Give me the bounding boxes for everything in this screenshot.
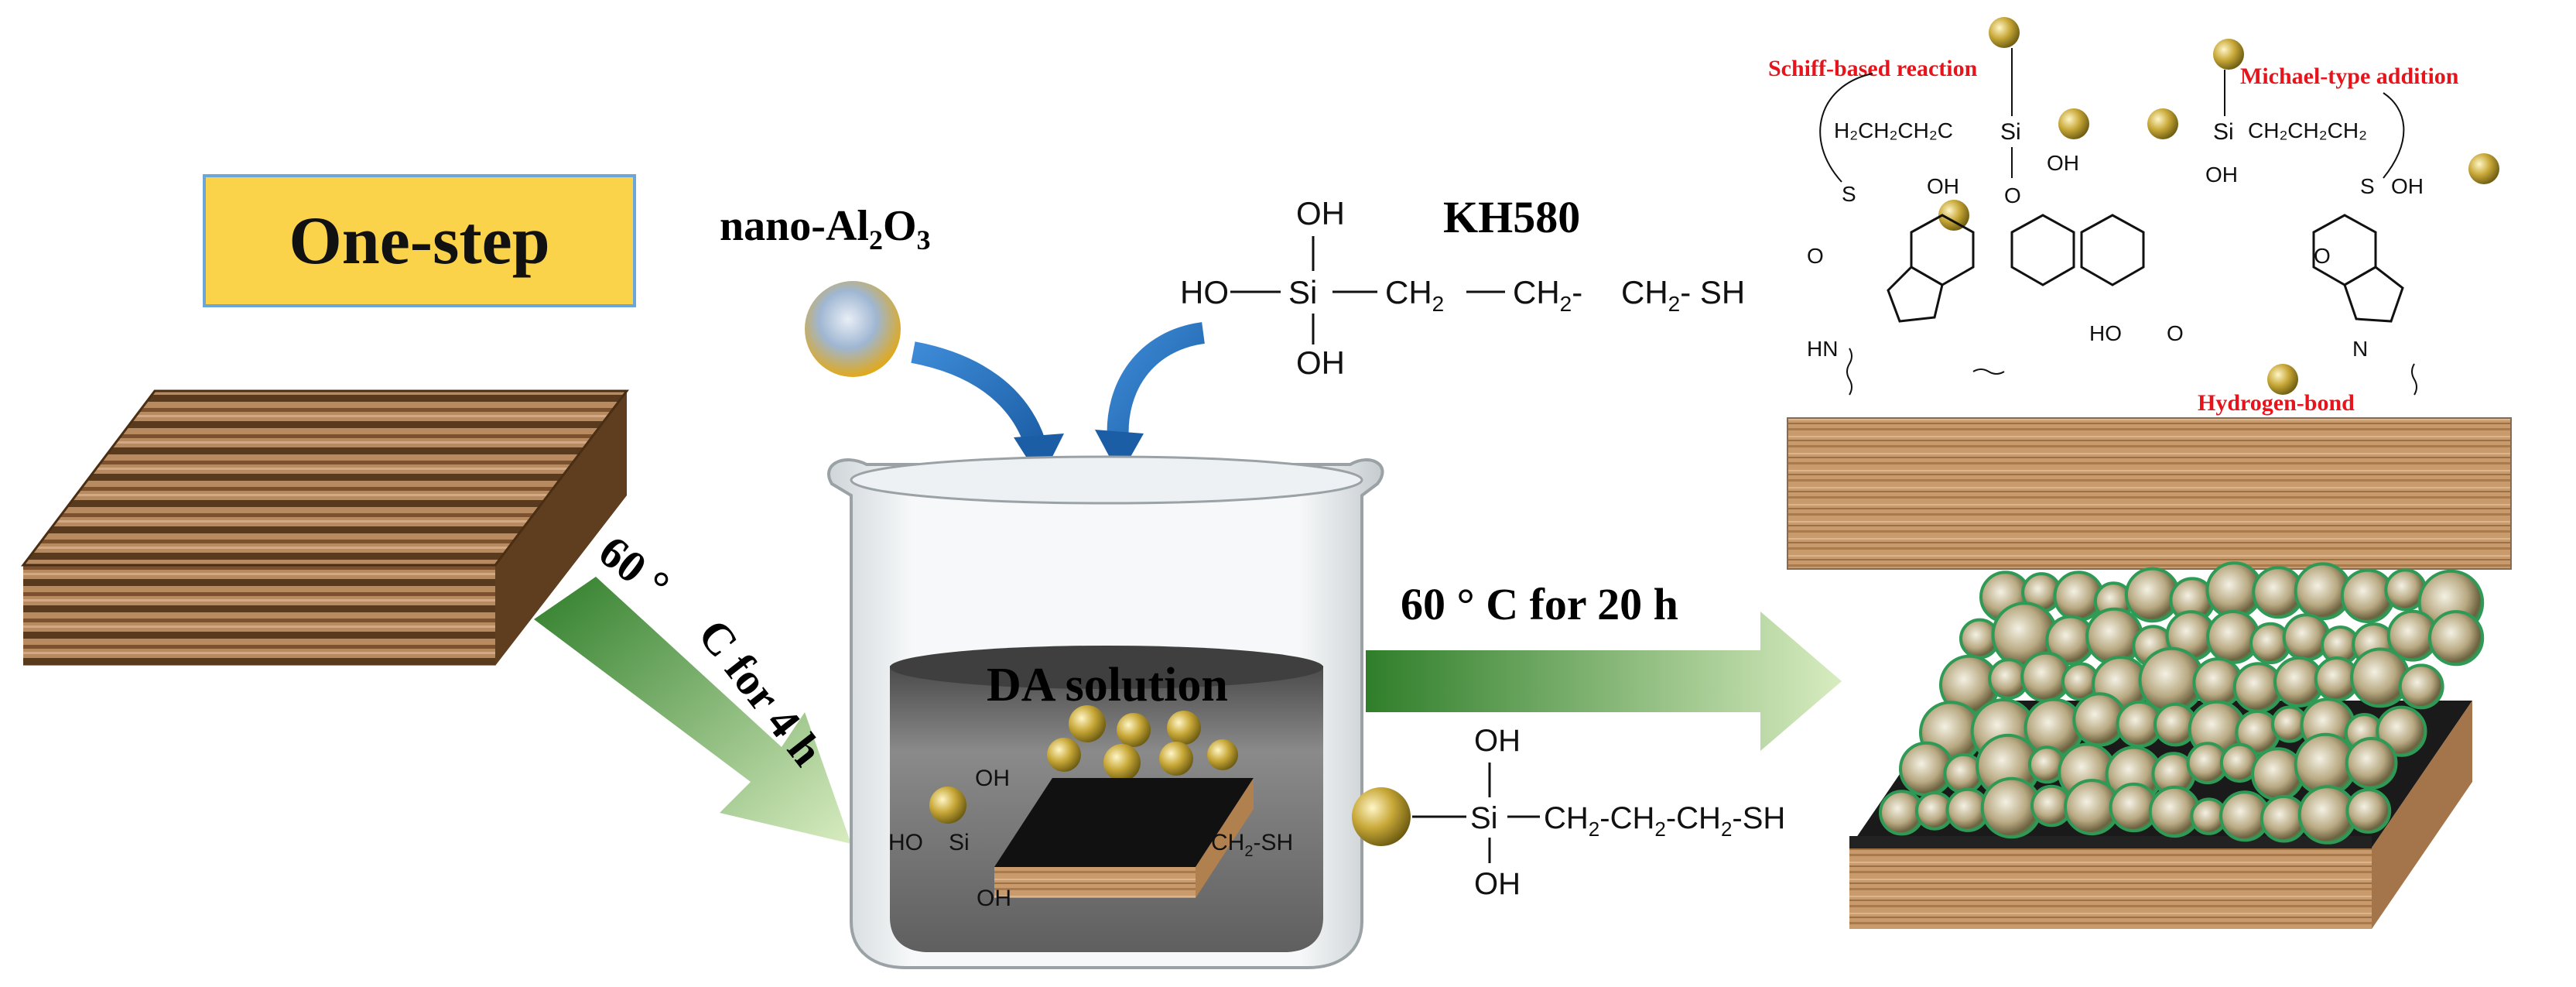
beaker: DA solution OH HO Si OH CH2-SH: [827, 455, 1384, 969]
svg-text:HN: HN: [1807, 337, 1838, 361]
raw-wood-block: [20, 389, 630, 666]
svg-text:O: O: [2004, 183, 2021, 207]
kh580-label: KH580: [1443, 192, 1580, 242]
svg-text:OH: OH: [1296, 344, 1345, 381]
coated-particle: [2376, 705, 2427, 757]
arrow-4h: [534, 577, 851, 844]
svg-text:CH2- SH: CH2- SH: [1621, 274, 1745, 316]
svg-text:OH: OH: [1474, 867, 1521, 901]
coated-particle: [2350, 647, 2410, 708]
kh580-structure: OH HO Si OH CH2 CH2- CH2- SH: [1180, 195, 1745, 381]
blue-arrow-right: [1107, 322, 1206, 442]
schiff-label: Schiff-based reaction: [1768, 56, 1978, 81]
svg-text:N: N: [2352, 337, 2368, 361]
svg-text:Si: Si: [2213, 119, 2234, 145]
blue-arrow-left: [911, 341, 1048, 453]
svg-text:HO: HO: [2089, 321, 2122, 345]
svg-text:OH: OH: [2205, 163, 2238, 187]
svg-text:OH: OH: [1927, 174, 1959, 198]
svg-text:HO: HO: [888, 830, 923, 855]
superhydrophobic-particle-layer: [1879, 561, 2485, 845]
coated-particle: [2085, 607, 2143, 666]
arrow2-label: 60 ° C for 20 h: [1401, 579, 1678, 629]
hbond-label: Hydrogen-bond: [2198, 390, 2355, 416]
coated-particle: [2398, 663, 2444, 710]
svg-text:O: O: [1807, 244, 1824, 268]
arrow-20h: [1366, 612, 1842, 751]
modified-particle-structure: OH Si OH CH2-CH2-CH2-SH: [1352, 724, 1785, 901]
coated-particle: [2345, 788, 2392, 834]
mechanism-panel: Schiff-based reaction Michael-type addit…: [1768, 17, 2512, 570]
svg-text:O: O: [2167, 321, 2184, 345]
svg-text:Si: Si: [1470, 801, 1498, 835]
svg-text:CH2: CH2: [1385, 274, 1444, 316]
svg-text:OH: OH: [1296, 195, 1345, 231]
svg-text:S: S: [1842, 182, 1856, 206]
svg-text:HO: HO: [1180, 274, 1229, 310]
da-solution-label: DA solution: [987, 659, 1228, 711]
coated-particle: [2428, 610, 2485, 667]
svg-text:OH: OH: [2047, 151, 2079, 175]
svg-text:Si: Si: [949, 830, 970, 855]
svg-text:CH2-: CH2-: [1513, 274, 1582, 316]
svg-text:OH: OH: [1474, 724, 1521, 758]
svg-text:S: S: [2360, 174, 2375, 198]
svg-text:CH2-SH: CH2-SH: [1211, 830, 1293, 860]
svg-text:OH: OH: [975, 766, 1010, 791]
svg-text:H₂CH₂CH₂C: H₂CH₂CH₂C: [1834, 118, 1953, 142]
nano-al2o3-label: nano-Al2O3: [720, 202, 931, 255]
svg-text:Si: Si: [1288, 274, 1317, 310]
michael-label: Michael-type addition: [2240, 63, 2459, 89]
svg-text:CH2-CH2-CH2-SH: CH2-CH2-CH2-SH: [1544, 801, 1785, 841]
svg-text:OH: OH: [977, 886, 1011, 911]
svg-text:O: O: [2314, 244, 2331, 268]
svg-text:CH₂CH₂CH₂: CH₂CH₂CH₂: [2248, 118, 2367, 142]
nano-particle-icon: [805, 281, 901, 377]
svg-text:OH: OH: [2391, 174, 2424, 198]
svg-text:Si: Si: [2000, 119, 2021, 145]
one-step-badge: One-step: [203, 174, 636, 307]
coated-particle: [2345, 737, 2398, 790]
